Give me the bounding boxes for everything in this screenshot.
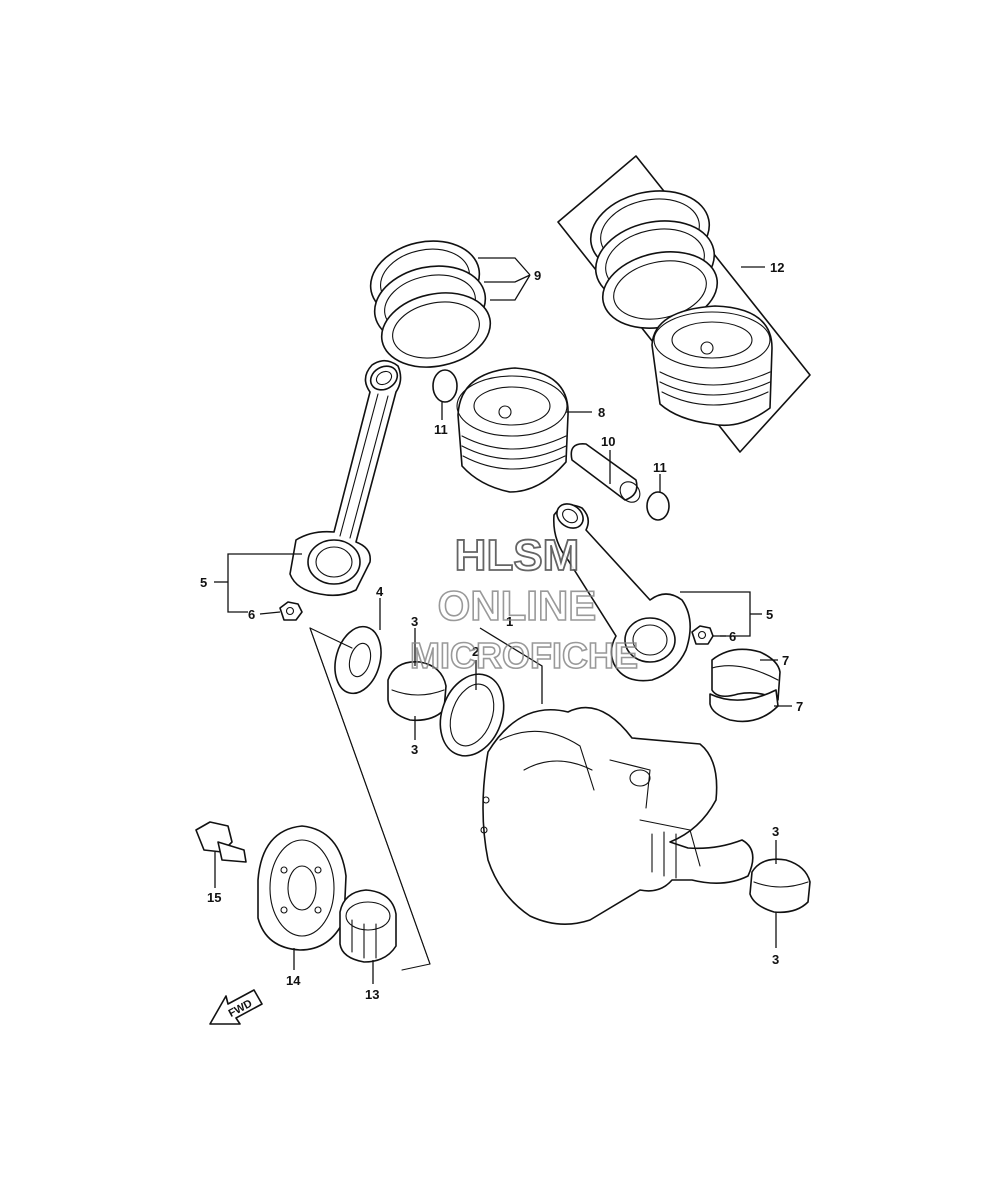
part-5-connecting-rod-right[interactable]: [552, 499, 691, 682]
callout-14: 14: [286, 973, 301, 988]
callout-3a: 3: [411, 614, 418, 629]
callout-1: 1: [506, 614, 513, 629]
watermark-line2: ONLINE: [438, 582, 597, 629]
callout-15: 15: [207, 890, 221, 905]
part-3-main-bearing-right[interactable]: [749, 858, 811, 914]
part-9-piston-rings[interactable]: [363, 231, 497, 376]
callout-3c: 3: [772, 824, 779, 839]
part-6-rod-nut-left[interactable]: [279, 601, 303, 621]
part-5-connecting-rod-left[interactable]: [289, 359, 402, 597]
callout-11b: 11: [653, 460, 667, 475]
part-12-piston-kit-box[interactable]: [557, 155, 811, 453]
part-15-bolt[interactable]: [195, 821, 247, 863]
part-13-small-gear[interactable]: [339, 889, 397, 963]
callout-8: 8: [598, 405, 605, 420]
part-14-primary-drive-gear[interactable]: [257, 825, 347, 951]
part-6-rod-nut-right[interactable]: [691, 625, 714, 645]
part-2-thrust-bearing[interactable]: [429, 665, 514, 764]
callout-9: 9: [534, 268, 541, 283]
part-11-circlip-b[interactable]: [646, 491, 670, 521]
callout-7b: 7: [796, 699, 803, 714]
part-11-circlip-a[interactable]: [432, 369, 458, 403]
callout-2: 2: [472, 644, 479, 659]
callout-labels: 12 9 8 10 11 11 5 6 4 3 3 2 1 5 6 7 7 3 …: [200, 260, 803, 1002]
part-1-crankshaft[interactable]: [480, 706, 754, 925]
part-8-piston[interactable]: [456, 367, 569, 493]
leader-lines: [214, 257, 792, 984]
watermark-line3: MICROFICHE: [410, 635, 638, 676]
watermark-line1: HLSM: [455, 531, 580, 580]
fwd-direction-marker: FWD: [209, 989, 263, 1025]
watermark: HLSM ONLINE MICROFICHE: [409, 530, 639, 677]
callout-5a: 5: [200, 575, 207, 590]
callout-3d: 3: [772, 952, 779, 967]
callout-4: 4: [376, 584, 384, 599]
part-10-piston-pin[interactable]: [570, 443, 644, 506]
part-4-thrust-washer[interactable]: [328, 621, 388, 698]
fwd-label: FWD: [227, 998, 255, 1020]
callout-5b: 5: [766, 607, 773, 622]
callout-11a: 11: [434, 422, 448, 437]
assembly-boundary-lines: [309, 627, 431, 971]
callout-6b: 6: [729, 629, 736, 644]
callout-3b: 3: [411, 742, 418, 757]
callout-13: 13: [365, 987, 379, 1002]
callout-12: 12: [770, 260, 784, 275]
part-7-rod-bearing-lower[interactable]: [709, 689, 779, 723]
callout-7a: 7: [782, 653, 789, 668]
callout-10: 10: [601, 434, 615, 449]
callout-6a: 6: [248, 607, 255, 622]
